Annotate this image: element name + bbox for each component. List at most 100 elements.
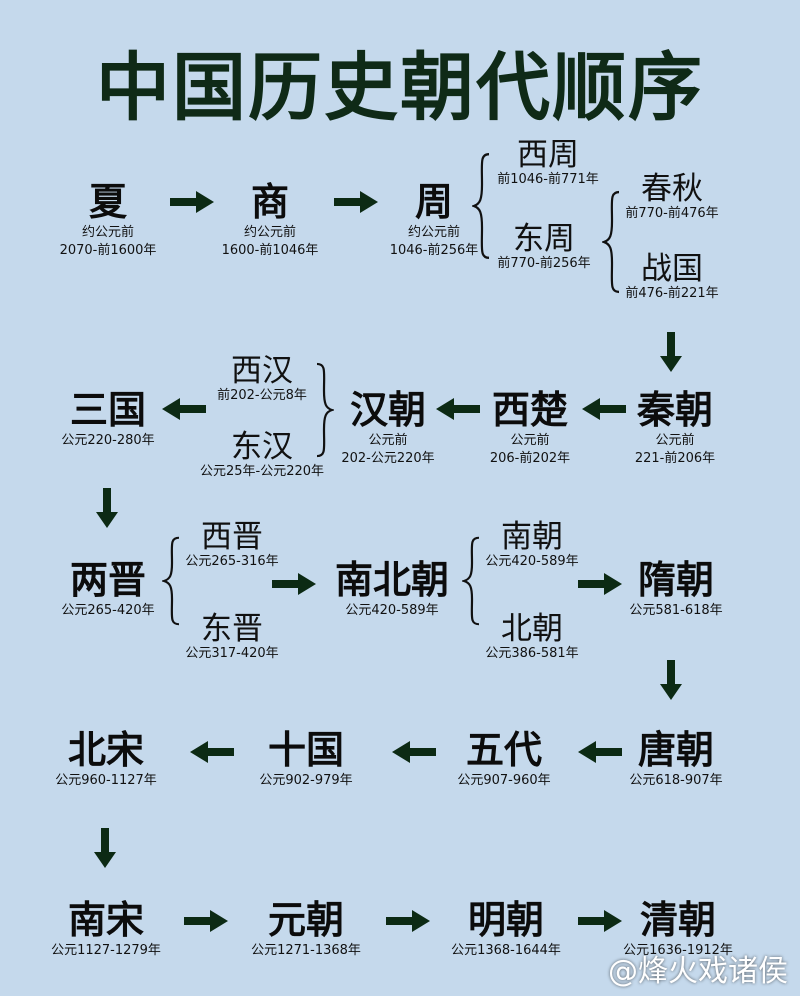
dynasty-ming: 明朝 公元1368-1644年: [451, 898, 561, 960]
dynasty-name: 南宋: [67, 898, 145, 942]
dynasty-name: 南朝: [500, 519, 563, 555]
dynasty-name: 三国: [69, 388, 147, 432]
dynasty-qing: 清朝 公元1636-1912年: [623, 898, 733, 960]
dynasty-name: 南北朝: [334, 558, 450, 602]
brace-left-icon: [462, 536, 482, 626]
arrow-right-icon: [272, 573, 316, 595]
dynasty-date: 前770-前256年: [497, 256, 591, 271]
dynasty-date-line1: 约公元前: [243, 225, 297, 240]
dynasty-beichao: 北朝 公元386-581年: [485, 612, 578, 662]
dynasty-date: 公元420-589年: [345, 603, 439, 618]
dynasty-name: 西晋: [200, 519, 263, 555]
dynasty-date-line1: 公元前: [510, 433, 550, 448]
dynasty-dongjin: 东晋 公元317-420年: [185, 612, 278, 662]
dynasty-date: 前476-前221年: [625, 286, 719, 301]
dynasty-name: 西周: [517, 137, 579, 173]
dynasty-date-line2: 221-前206年: [634, 451, 716, 466]
dynasty-name: 东周: [512, 221, 575, 257]
dynasty-beisong: 北宋 公元960-1127年: [55, 728, 157, 790]
dynasty-name: 元朝: [267, 898, 345, 942]
dynasty-shiguo: 十国 公元902-979年: [259, 728, 352, 790]
dynasty-xihan: 西汉 前202-公元8年: [217, 354, 307, 404]
dynasty-nanchao: 南朝 公元420-589年: [485, 520, 578, 570]
dynasty-wudai: 五代 公元907-960年: [457, 728, 550, 790]
dynasty-name: 秦朝: [636, 388, 714, 432]
arrow-left-icon: [578, 741, 622, 763]
dynasty-tang: 唐朝 公元618-907年: [629, 728, 722, 790]
dynasty-chunqiu: 春秋 前770-前476年: [625, 172, 718, 222]
dynasty-date: 前1046-前771年: [497, 172, 599, 187]
dynasty-name: 西楚: [491, 388, 569, 432]
arrow-right-icon: [334, 191, 378, 213]
dynasty-date: 公元420-589年: [485, 554, 579, 569]
dynasty-date-line2: 1046-前256年: [389, 243, 479, 258]
dynasty-sanguo: 三国 公元220-280年: [61, 388, 154, 450]
dynasty-qin: 秦朝 公元前 221-前206年: [635, 388, 715, 468]
dynasty-name: 战国: [640, 251, 703, 287]
dynasty-date-line1: 公元前: [655, 433, 695, 448]
arrow-left-icon: [582, 398, 626, 420]
arrow-down-icon: [660, 332, 682, 372]
dynasty-date-line1: 公元前: [368, 433, 408, 448]
dynasty-name: 北朝: [500, 611, 563, 647]
dynasty-name: 汉朝: [349, 388, 427, 432]
arrow-right-icon: [578, 910, 622, 932]
dynasty-nansong: 南宋 公元1127-1279年: [51, 898, 161, 960]
arrow-left-icon: [436, 398, 480, 420]
dynasty-date: 前770-前476年: [625, 206, 719, 221]
dynasty-zhanguo: 战国 前476-前221年: [625, 252, 718, 302]
page-title: 中国历史朝代顺序: [96, 45, 704, 131]
dynasty-zhou: 周 约公元前 1046-前256年: [390, 180, 479, 260]
dynasty-date: 公元1271-1368年: [251, 943, 361, 958]
dynasty-name: 十国: [267, 728, 345, 772]
dynasty-name: 商: [250, 180, 290, 224]
dynasty-name: 清朝: [639, 898, 717, 942]
dynasty-xijin: 西晋 公元265-316年: [185, 520, 278, 570]
watermark: @烽火戏诸侯: [608, 954, 788, 989]
dynasty-date: 公元902-979年: [259, 773, 353, 788]
dynasty-liangjin: 两晋 公元265-420年: [61, 558, 154, 620]
dynasty-date: 公元581-618年: [629, 603, 723, 618]
brace-left-icon: [162, 536, 182, 626]
dynasty-xichu: 西楚 公元前 206-前202年: [490, 388, 570, 468]
dynasty-name: 周: [414, 180, 453, 224]
dynasty-xizhou: 西周 前1046-前771年: [497, 138, 599, 188]
dynasty-date: 前202-公元8年: [217, 388, 307, 403]
dynasty-date: 公元1127-1279年: [51, 943, 161, 958]
dynasty-date: 公元265-316年: [185, 554, 279, 569]
dynasty-name: 明朝: [467, 898, 545, 942]
dynasty-yuan: 元朝 公元1271-1368年: [251, 898, 361, 960]
dynasty-name: 五代: [465, 728, 543, 772]
dynasty-date-line2: 1600-前1046年: [221, 243, 319, 258]
dynasty-name: 两晋: [69, 558, 147, 602]
arrow-down-icon: [660, 660, 682, 700]
dynasty-name: 东晋: [200, 611, 263, 647]
dynasty-date: 公元25年-公元220年: [199, 464, 325, 479]
dynasty-date-line2: 202-公元220年: [341, 451, 435, 466]
dynasty-name: 北宋: [67, 728, 144, 772]
arrow-left-icon: [162, 398, 206, 420]
arrow-left-icon: [392, 741, 436, 763]
arrow-right-icon: [386, 910, 430, 932]
dynasty-name: 唐朝: [637, 728, 715, 772]
dynasty-name: 隋朝: [637, 558, 715, 602]
dynasty-date: 公元907-960年: [457, 773, 551, 788]
brace-left-icon: [602, 190, 622, 294]
arrow-right-icon: [170, 191, 214, 213]
dynasty-sui: 隋朝 公元581-618年: [629, 558, 722, 620]
dynasty-name: 夏: [88, 180, 128, 224]
dynasty-date: 公元1368-1644年: [451, 943, 561, 958]
dynasty-name: 东汉: [230, 429, 293, 465]
dynasty-date-line1: 约公元前: [407, 225, 460, 240]
dynasty-date: 公元618-907年: [629, 773, 723, 788]
arrow-right-icon: [184, 910, 228, 932]
arrow-right-icon: [578, 573, 622, 595]
dynasty-dongzhou: 东周 前770-前256年: [497, 222, 590, 272]
dynasty-date: 公元1636-1912年: [623, 943, 733, 958]
dynasty-date: 公元386-581年: [485, 646, 579, 661]
dynasty-xia: 夏 约公元前 2070-前1600年: [60, 180, 157, 260]
dynasty-name: 西汉: [231, 353, 293, 389]
dynasty-date-line1: 约公元前: [81, 225, 135, 240]
dynasty-date: 公元960-1127年: [55, 773, 157, 788]
dynasty-date: 公元317-420年: [185, 646, 279, 661]
